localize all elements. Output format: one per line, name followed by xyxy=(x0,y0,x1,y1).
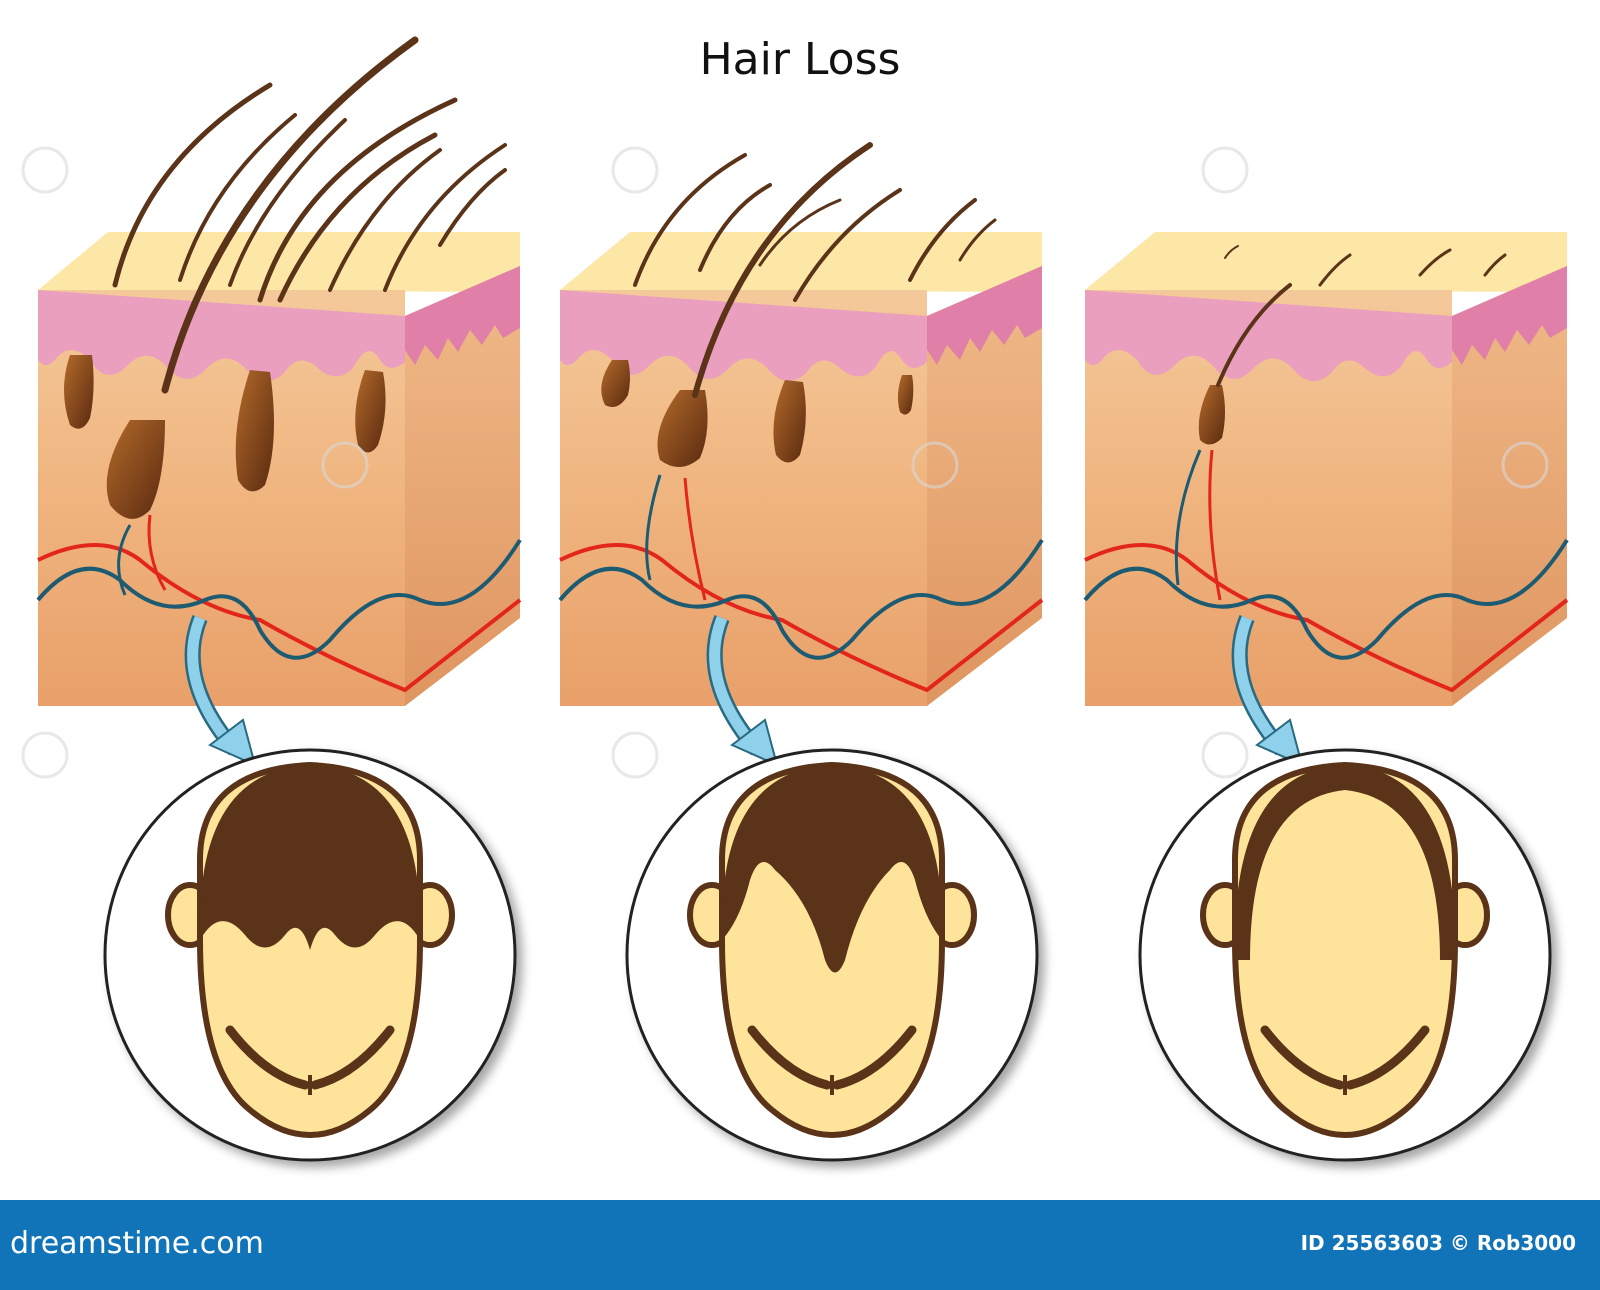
brow xyxy=(832,1025,917,1090)
hair-top xyxy=(199,765,421,950)
footer-bar: dreamstime.com ID 25563603 © Rob3000 xyxy=(0,1200,1600,1290)
hair-follicle xyxy=(657,390,708,468)
skin-block-1 xyxy=(36,36,522,767)
skin-surface xyxy=(38,232,520,292)
arrow xyxy=(709,615,762,754)
brand-link[interactable]: dreamstime.com xyxy=(10,1226,264,1261)
skin-side xyxy=(1452,266,1567,706)
image-credit: ID 25563603 © Rob3000 xyxy=(1300,1231,1576,1255)
brow xyxy=(225,1025,310,1090)
dermis-layer xyxy=(1085,290,1452,382)
watermark-logos xyxy=(21,146,1549,779)
vein xyxy=(558,538,1044,660)
hair-follicle xyxy=(897,375,914,415)
dermis-layer xyxy=(560,290,927,382)
brow xyxy=(310,1025,395,1090)
vein xyxy=(1083,538,1569,660)
hair-follicle xyxy=(773,380,806,463)
skin-surface xyxy=(560,232,1042,292)
hair-follicle xyxy=(355,370,386,453)
diagram-title: Hair Loss xyxy=(699,34,901,85)
hair-strands xyxy=(633,142,997,398)
skin-block-2 xyxy=(558,142,1044,767)
dermis-side xyxy=(927,266,1042,365)
hair-follicle xyxy=(64,355,94,429)
arrow-head xyxy=(730,718,779,767)
hair-top xyxy=(721,765,943,973)
hair-follicle xyxy=(106,420,165,519)
hair-strands xyxy=(1216,245,1507,387)
artery xyxy=(37,543,522,693)
head-stage-3 xyxy=(1138,748,1552,1162)
hair-follicle xyxy=(235,370,274,492)
brow xyxy=(1260,1025,1345,1090)
dermis-side xyxy=(405,266,520,365)
brow xyxy=(1345,1025,1430,1090)
skin-side xyxy=(405,266,520,706)
arrow xyxy=(187,615,240,754)
arrow-head xyxy=(208,718,257,767)
dermis-layer xyxy=(38,290,405,382)
artery xyxy=(1084,543,1569,693)
arrow-head xyxy=(1255,718,1304,767)
hair-fringe xyxy=(1234,765,1456,960)
head-stage-2 xyxy=(625,748,1039,1162)
head-stage-1 xyxy=(103,748,517,1162)
dermis-side xyxy=(1452,266,1567,365)
arrow xyxy=(1234,615,1287,754)
skin-block-3 xyxy=(1083,232,1569,767)
skin-side xyxy=(927,266,1042,706)
hair-strands xyxy=(112,36,507,394)
hair-follicle xyxy=(601,360,630,408)
hair-follicle xyxy=(1198,385,1225,445)
hair-loss-illustration xyxy=(21,36,1569,1162)
skin-surface xyxy=(1085,232,1567,292)
artery xyxy=(559,543,1044,693)
brow xyxy=(747,1025,832,1090)
